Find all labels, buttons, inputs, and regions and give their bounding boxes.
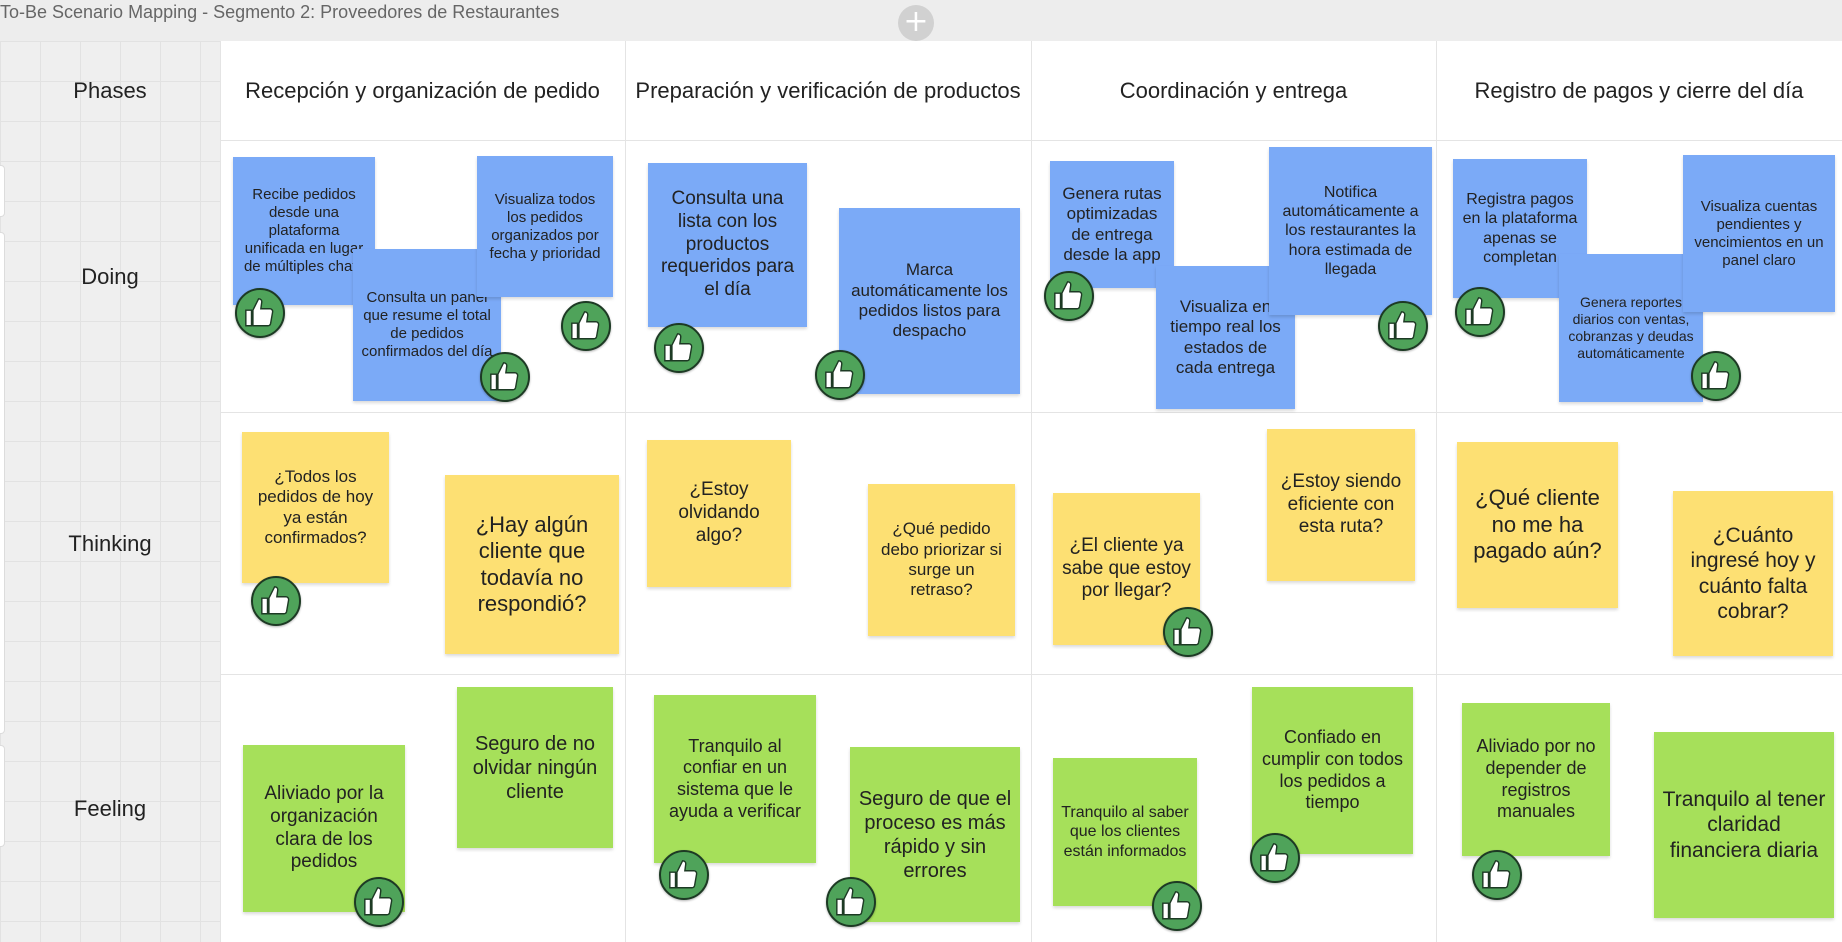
- edge-tab[interactable]: [0, 745, 5, 847]
- sticky-note-doing[interactable]: Genera rutas optimizadas de entrega desd…: [1050, 161, 1174, 288]
- thumbs-up-icon[interactable]: [480, 352, 530, 402]
- sticky-note-feeling[interactable]: Confiado en cumplir con todos los pedido…: [1252, 687, 1413, 854]
- phase-header-4: Registro de pagos y cierre del día: [1474, 78, 1804, 103]
- sticky-note-feeling[interactable]: Aliviado por no depender de registros ma…: [1462, 703, 1610, 856]
- column-divider: [625, 41, 626, 942]
- sticky-note-doing[interactable]: Marca automáticamente los pedidos listos…: [839, 208, 1020, 394]
- thumbs-up-icon[interactable]: [815, 350, 865, 400]
- sticky-note-doing[interactable]: Notifica automáticamente a los restauran…: [1269, 147, 1432, 315]
- sticky-note-doing[interactable]: Consulta un panel que resume el total de…: [353, 249, 501, 401]
- sticky-note-thinking[interactable]: ¿Estoy siendo eficiente con esta ruta?: [1267, 429, 1415, 581]
- edge-tab[interactable]: [0, 232, 5, 734]
- sticky-note-doing[interactable]: Visualiza cuentas pendientes y vencimien…: [1683, 155, 1835, 312]
- sticky-note-thinking[interactable]: ¿Qué pedido debo priorizar si surge un r…: [868, 484, 1015, 636]
- thumbs-up-icon[interactable]: [1378, 301, 1428, 351]
- row-label-doing: Doing: [81, 264, 139, 289]
- row-label-thinking: Thinking: [68, 531, 152, 556]
- row-divider: [220, 140, 1842, 141]
- row-label-phases: Phases: [73, 78, 147, 103]
- thumbs-up-icon[interactable]: [1455, 287, 1505, 337]
- sticky-note-feeling[interactable]: Tranquilo al confiar en un sistema que l…: [654, 695, 816, 863]
- thumbs-up-icon[interactable]: [654, 323, 704, 373]
- board-title[interactable]: To-Be Scenario Mapping - Segmento 2: Pro…: [0, 2, 560, 22]
- thumbs-up-icon[interactable]: [1472, 850, 1522, 900]
- sticky-note-doing[interactable]: Visualiza todos los pedidos organizados …: [477, 156, 613, 297]
- thumbs-up-icon[interactable]: [1044, 271, 1094, 321]
- thumbs-up-icon[interactable]: [1250, 833, 1300, 883]
- thumbs-up-icon[interactable]: [1152, 881, 1202, 931]
- sticky-note-thinking[interactable]: ¿Cuánto ingresé hoy y cuánto falta cobra…: [1673, 491, 1833, 656]
- phase-header-1: Recepción y organización de pedido: [245, 78, 600, 103]
- row-label-feeling: Feeling: [73, 796, 147, 821]
- row-divider: [220, 412, 1842, 413]
- thumbs-up-icon[interactable]: [235, 288, 285, 338]
- thumbs-up-icon[interactable]: [251, 576, 301, 626]
- sticky-note-thinking[interactable]: ¿Qué cliente no me ha pagado aún?: [1457, 442, 1618, 608]
- column-divider: [1436, 41, 1437, 942]
- sticky-note-thinking[interactable]: ¿Todos los pedidos de hoy ya están confi…: [242, 432, 389, 583]
- column-divider: [1031, 41, 1032, 942]
- column-divider: [220, 41, 221, 942]
- thumbs-up-icon[interactable]: [1163, 607, 1213, 657]
- phase-header-3: Coordinación y entrega: [1119, 78, 1348, 103]
- add-frame-button[interactable]: +: [898, 5, 934, 41]
- sticky-note-doing[interactable]: Consulta una lista con los productos req…: [648, 163, 807, 327]
- thumbs-up-icon[interactable]: [826, 877, 876, 927]
- sticky-note-feeling[interactable]: Seguro de que el proceso es más rápido y…: [850, 747, 1020, 922]
- phase-header-2: Preparación y verificación de productos: [635, 78, 1021, 103]
- sticky-note-feeling[interactable]: Seguro de no olvidar ningún cliente: [457, 687, 613, 848]
- sticky-note-thinking[interactable]: ¿Estoy olvidando algo?: [647, 440, 791, 587]
- edge-tab[interactable]: [0, 165, 5, 217]
- row-divider: [220, 674, 1842, 675]
- thumbs-up-icon[interactable]: [354, 877, 404, 927]
- sticky-note-doing[interactable]: Recibe pedidos desde una plataforma unif…: [233, 157, 375, 305]
- thumbs-up-icon[interactable]: [659, 850, 709, 900]
- sticky-note-doing[interactable]: Genera reportes diarios con ventas, cobr…: [1559, 254, 1703, 402]
- sticky-note-feeling[interactable]: Tranquilo al tener claridad financiera d…: [1654, 732, 1834, 918]
- thumbs-up-icon[interactable]: [561, 301, 611, 351]
- sticky-note-thinking[interactable]: ¿Hay algún cliente que todavía no respon…: [445, 475, 619, 654]
- thumbs-up-icon[interactable]: [1691, 351, 1741, 401]
